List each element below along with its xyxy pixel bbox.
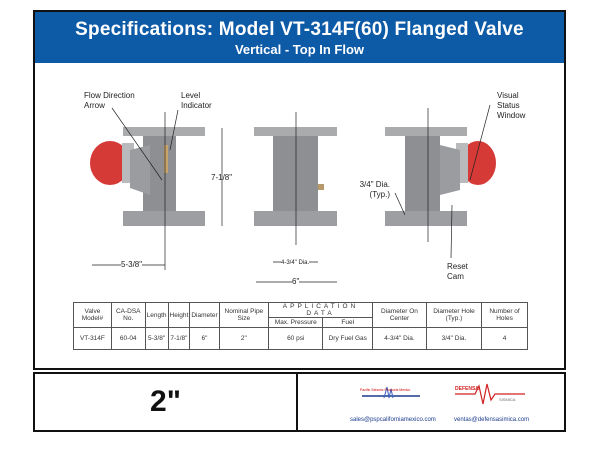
label-level-indicator: Level Indicator: [181, 91, 212, 110]
cell: 4: [481, 327, 528, 350]
th-height: Height: [167, 302, 191, 328]
th-pipe-size: Nominal Pipe Size: [218, 302, 270, 328]
email-ventas[interactable]: ventas@defensasimica.com: [454, 417, 530, 423]
cell: 4-3/4" Dia.: [372, 327, 427, 350]
cell: 5-3/8": [144, 327, 169, 350]
th-holes: Number of Holes: [481, 302, 528, 328]
label-diameter: 6": [292, 277, 300, 287]
page-title: Specifications: Model VT-314F(60) Flange…: [75, 19, 524, 40]
size-box: 2": [33, 372, 298, 432]
label-height: 7-1/8": [211, 173, 233, 182]
th-pressure: Max. Pressure: [268, 317, 324, 328]
page-subtitle: Vertical - Top In Flow: [234, 42, 365, 57]
cell: VT-314F: [73, 327, 112, 350]
cell: 2": [218, 327, 270, 350]
cell: 60-04: [110, 327, 146, 350]
label-hole: 3/4" Dia. (Typ.): [359, 180, 390, 199]
pipe-size: 2": [150, 385, 181, 418]
valve-back-view: [385, 127, 496, 226]
psp-logo: Pacific Seismic Products Mexico: [360, 384, 422, 406]
cell: 3/4" Dia.: [425, 327, 483, 350]
header-band: Specifications: Model VT-314F(60) Flange…: [35, 12, 564, 63]
th-application: APPLICATION DATA: [268, 302, 374, 318]
label-length: 5-3/8": [121, 260, 143, 270]
cell: 6": [189, 327, 220, 350]
th-dsa: CA-DSA No.: [110, 302, 146, 328]
cell: 60 psi: [268, 327, 324, 350]
logo-text-b: SISMICA: [499, 397, 516, 402]
spec-sheet-frame: [33, 10, 566, 370]
label-flow-direction: Flow Direction Arrow: [84, 91, 135, 110]
label-reset-cam: Reset Cam: [447, 262, 468, 281]
valve-diagram: [90, 104, 496, 283]
th-length: Length: [144, 302, 169, 328]
label-status-window: Visual Status Window: [497, 91, 526, 120]
valve-front-view: [90, 127, 205, 226]
email-sales[interactable]: sales@pspcaliforniamexico.com: [350, 417, 436, 423]
label-bolt-circle: 4-3/4" Dia.: [281, 258, 310, 268]
spec-table: Valve Model# CA-DSA No. Length Height Di…: [73, 302, 528, 350]
cell: 7-1/8": [167, 327, 191, 350]
th-fuel: Fuel: [322, 317, 374, 328]
psp-logo-text: Pacific Seismic Products Mexico: [360, 388, 411, 392]
logo-text-a: DEFENSA: [455, 386, 479, 392]
th-hole: Diameter Hole (Typ.): [425, 302, 483, 328]
th-diameter: Diameter: [189, 302, 220, 328]
th-model: Valve Model#: [73, 302, 112, 328]
defensa-sismica-logo: DEFENSA SISMICA: [453, 382, 528, 408]
valve-side-view: [254, 127, 337, 226]
th-on-center: Diameter On Center: [372, 302, 427, 328]
contact-box: Pacific Seismic Products Mexico DEFENSA …: [296, 372, 566, 432]
cell: Dry Fuel Gas: [322, 327, 374, 350]
